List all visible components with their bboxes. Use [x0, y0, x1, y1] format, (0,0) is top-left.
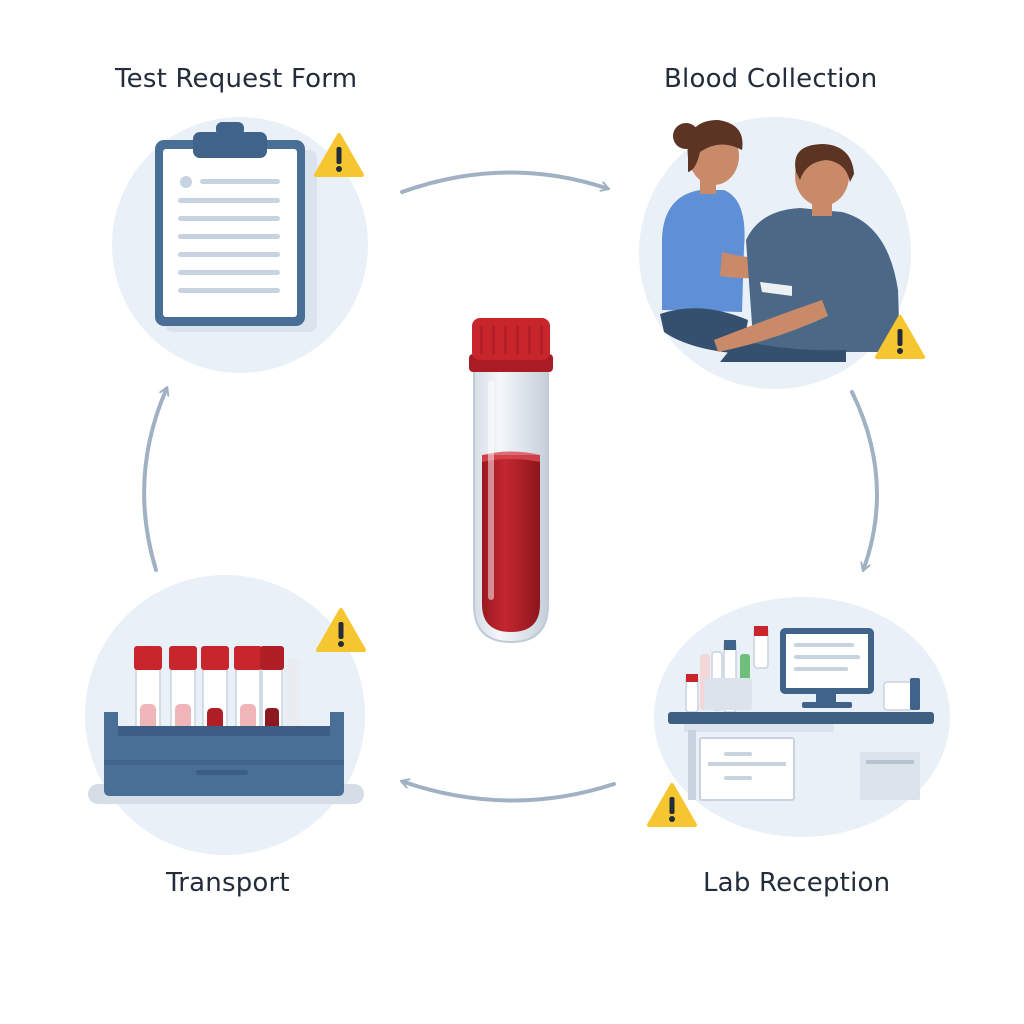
step-blood-collection	[639, 117, 925, 389]
step-label-lab-reception: Lab Reception	[703, 868, 891, 898]
warning-icon	[314, 133, 364, 177]
warning-icon	[316, 608, 366, 652]
arrow-lab-to-transport	[399, 778, 616, 803]
arrow-form-to-collection	[400, 170, 611, 194]
warning-icon	[875, 315, 925, 359]
step-label-test-request-form: Test Request Form	[115, 64, 358, 94]
phlebotomy-icon	[660, 120, 900, 362]
step-transport	[85, 575, 366, 855]
warning-icon	[647, 783, 697, 827]
arrow-collection-to-lab	[850, 390, 879, 573]
step-label-transport: Transport	[166, 868, 290, 898]
lab-desk-icon	[668, 626, 934, 801]
step-test-request-form	[112, 117, 368, 373]
cycle-arrows	[142, 170, 879, 803]
step-label-blood-collection: Blood Collection	[664, 64, 878, 94]
clipboard-icon	[155, 122, 317, 332]
arrow-transport-to-form	[142, 386, 170, 572]
tube-rack-icon	[88, 646, 364, 804]
step-lab-reception	[647, 597, 950, 837]
blood-tube-icon	[469, 318, 553, 644]
